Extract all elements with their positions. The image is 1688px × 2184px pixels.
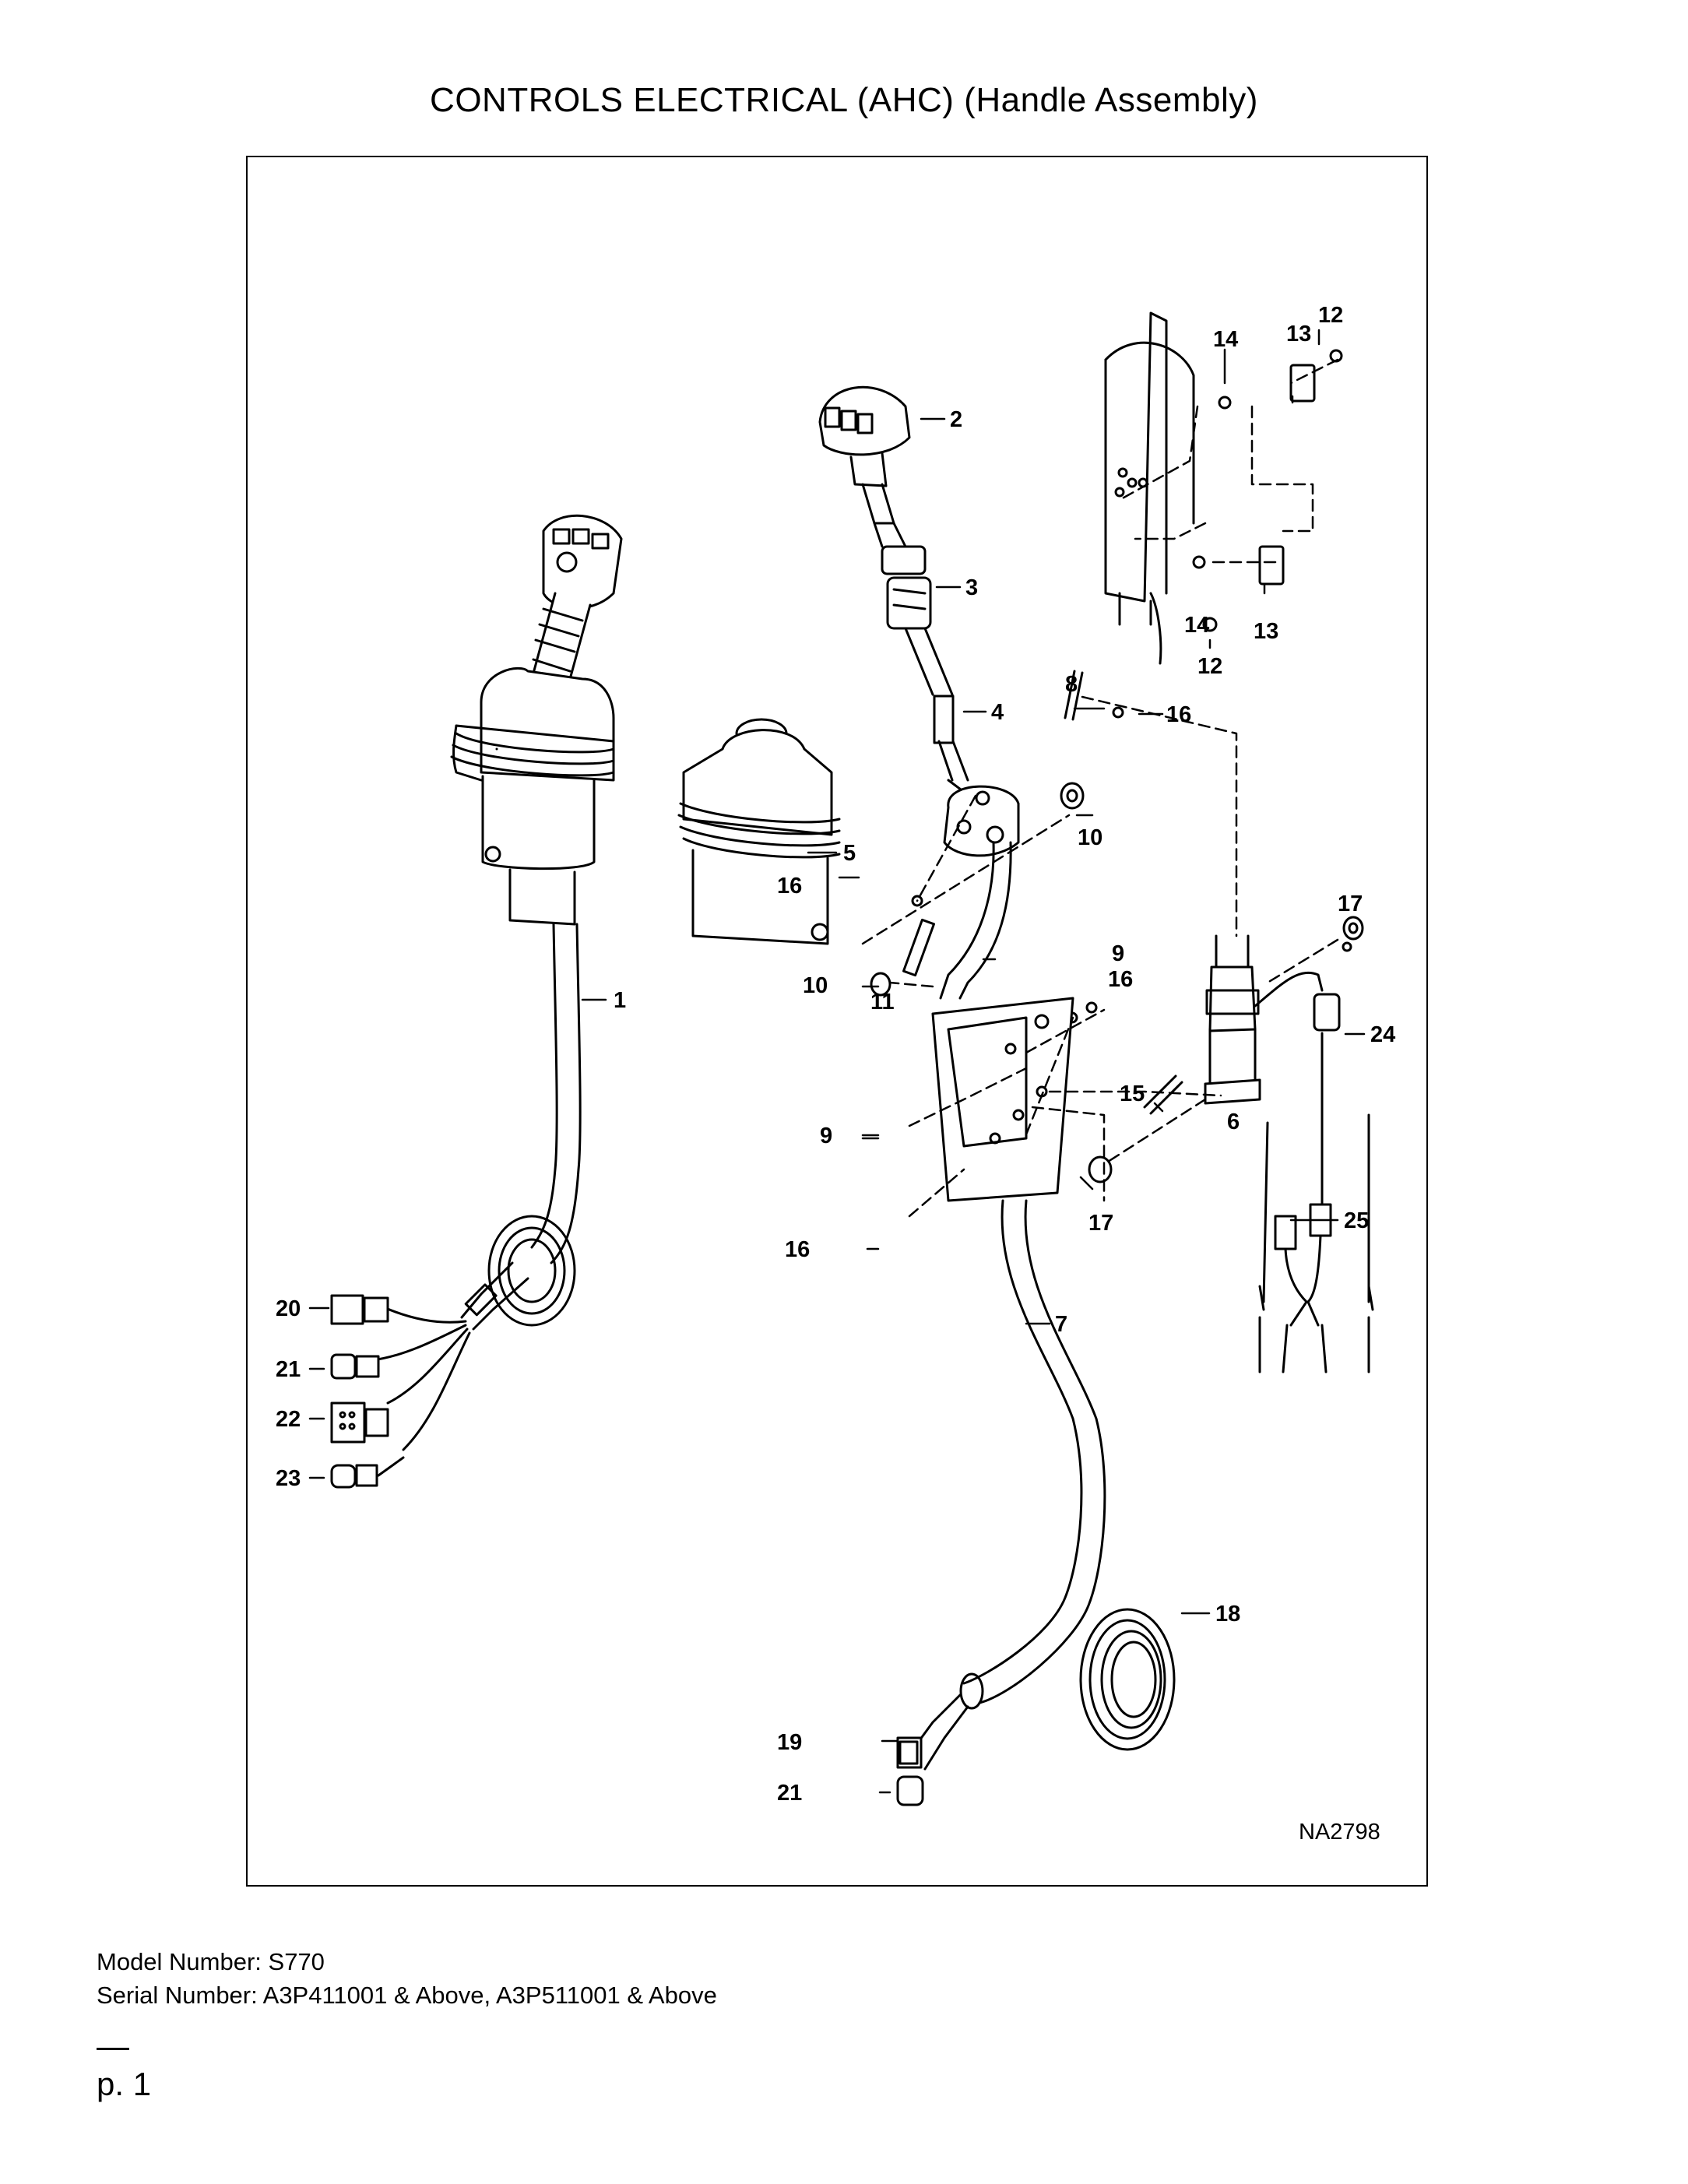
model-number: Model Number: S770 bbox=[97, 1948, 325, 1975]
callout-2: 2 bbox=[950, 407, 962, 432]
callout-13-lower: 13 bbox=[1254, 619, 1278, 644]
assembly-lines bbox=[861, 358, 1339, 1218]
grip-cap-icon bbox=[818, 385, 911, 525]
callout-16-lower: 16 bbox=[785, 1237, 810, 1262]
callout-10-upper: 10 bbox=[1078, 825, 1102, 850]
callout-3: 3 bbox=[965, 575, 978, 600]
page-title: CONTROLS ELECTRICAL (AHC) (Handle Assemb… bbox=[430, 81, 1258, 119]
callout-16-top: 16 bbox=[1166, 702, 1191, 727]
page-rule bbox=[97, 2048, 129, 2050]
shaft-pivot-icon bbox=[870, 670, 1124, 1024]
leader-lines bbox=[308, 329, 1366, 1794]
panel-bracket-icon bbox=[1104, 311, 1343, 665]
callout-13-upper: 13 bbox=[1286, 322, 1311, 346]
callout-4: 4 bbox=[991, 700, 1004, 725]
callout-22: 22 bbox=[276, 1407, 301, 1432]
callout-12-lower: 12 bbox=[1197, 654, 1222, 679]
mounting-bracket-icon bbox=[896, 997, 1106, 1806]
callout-5: 5 bbox=[843, 841, 856, 866]
callout-6: 6 bbox=[1227, 1110, 1240, 1134]
callout-24: 24 bbox=[1370, 1022, 1395, 1047]
callout-21-left: 21 bbox=[276, 1357, 301, 1382]
callout-9-upper: 9 bbox=[1112, 941, 1124, 966]
joystick-handle-assembly-icon bbox=[330, 514, 623, 1489]
connector-sleeve-icon bbox=[873, 522, 954, 696]
callout-11: 11 bbox=[870, 990, 895, 1015]
page-number: p. 1 bbox=[97, 2066, 152, 2102]
callout-labels: 1 2 3 4 5 6 7 8 9 9 10 10 11 12 12 13 13… bbox=[276, 303, 1395, 1845]
callout-16-right: 16 bbox=[1108, 967, 1133, 992]
callout-10-lower: 10 bbox=[803, 973, 828, 998]
callout-23: 23 bbox=[276, 1466, 301, 1491]
callout-16-mid: 16 bbox=[777, 874, 802, 899]
callout-19: 19 bbox=[777, 1730, 802, 1755]
callout-20: 20 bbox=[276, 1296, 301, 1321]
grommet-icon bbox=[1079, 1608, 1176, 1751]
callout-12-upper: 12 bbox=[1318, 303, 1343, 328]
callout-25: 25 bbox=[1344, 1208, 1369, 1233]
callout-7: 7 bbox=[1055, 1312, 1067, 1337]
callout-18: 18 bbox=[1215, 1602, 1240, 1627]
parts-diagram: 1 2 3 4 5 6 7 8 9 9 10 10 11 12 12 13 13… bbox=[246, 156, 1428, 1887]
callout-15: 15 bbox=[1120, 1081, 1145, 1106]
serial-number: Serial Number: A3P411001 & Above, A3P511… bbox=[97, 1982, 717, 2009]
callout-17-upper: 17 bbox=[1338, 892, 1363, 916]
callout-1: 1 bbox=[614, 988, 626, 1013]
sensor-switch-icon bbox=[1088, 916, 1374, 1373]
callout-17-lower: 17 bbox=[1088, 1211, 1113, 1236]
callout-21-bottom: 21 bbox=[777, 1781, 802, 1806]
callout-14-upper: 14 bbox=[1213, 327, 1238, 352]
drawing-id: NA2798 bbox=[1299, 1820, 1380, 1845]
callout-8: 8 bbox=[1065, 672, 1078, 697]
callout-9-lower: 9 bbox=[820, 1124, 832, 1148]
callout-14-lower: 14 bbox=[1184, 613, 1209, 638]
rubber-boot-icon bbox=[495, 718, 841, 945]
